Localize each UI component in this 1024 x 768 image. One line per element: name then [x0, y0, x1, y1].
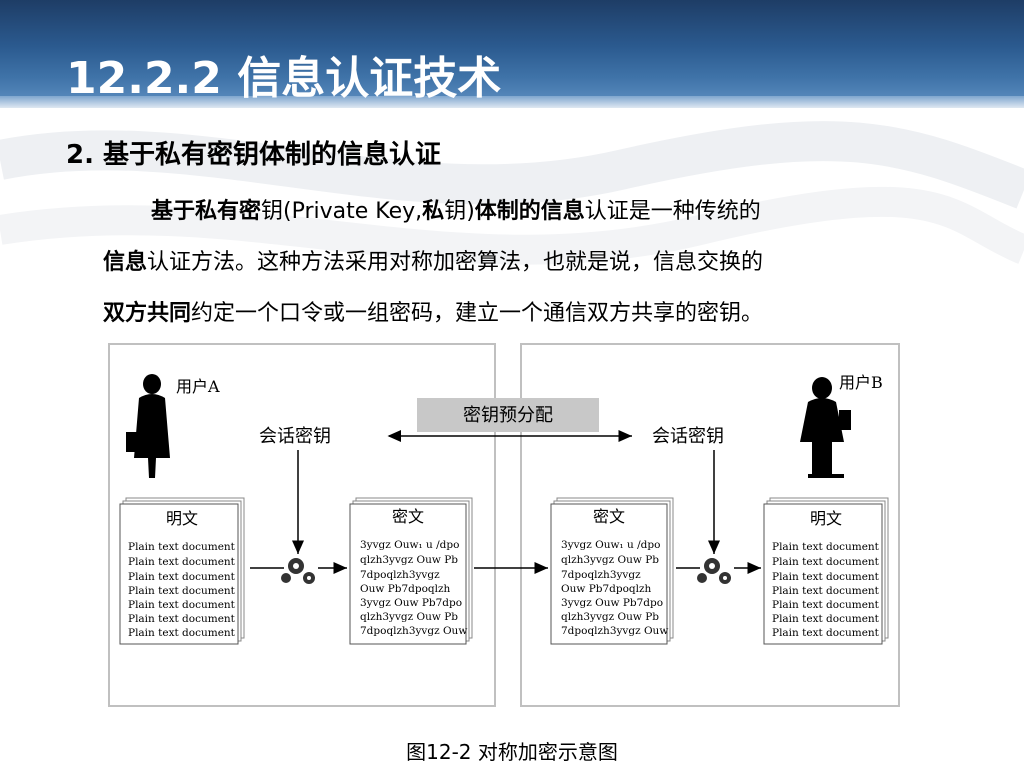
- bold-text: 私: [422, 199, 445, 224]
- ciphertext-right-document: 密文 3yvgz Ouw₁ u /dpo qlzh3yvgz Ouw Pb 7d…: [550, 497, 674, 645]
- ciphertext-right-header: 密文: [593, 507, 625, 526]
- document-line: Plain text document: [772, 599, 880, 611]
- document-line: Ouw Pb7dpoqlzh: [360, 583, 451, 595]
- document-line: 3yvgz Ouw₁ u /dpo: [561, 539, 660, 551]
- document-line: qlzh3yvgz Ouw Pb: [360, 554, 458, 566]
- document-line: Plain text document: [772, 571, 880, 583]
- text: 钥(Private Key,: [261, 199, 423, 224]
- text: 认证方法。这种方法采用对称加密算法，也就是说，信息交换的: [147, 250, 764, 275]
- paragraph-line-1: 基于私有密钥(Private Key,私钥)体制的信息认证是一种传统的: [103, 193, 761, 225]
- document-line: Plain text document: [128, 613, 236, 625]
- slide-title: 12.2.2 信息认证技术: [66, 53, 502, 104]
- text: 认证是一种传统的: [584, 199, 761, 224]
- document-line: Ouw Pb7dpoqlzh: [561, 583, 652, 595]
- text: 约定一个口令或一组密码，建立一个通信双方共享的密钥。: [191, 301, 764, 326]
- bold-text: 体制的信息: [474, 199, 585, 224]
- key-predistribution-box: [417, 398, 599, 432]
- document-line: Plain text document: [772, 541, 880, 553]
- ciphertext-left-document: 密文 3yvgz Ouw₁ u /dpo qlzh3yvgz Ouw Pb 7d…: [349, 497, 473, 645]
- document-line: qlzh3yvgz Ouw Pb: [561, 611, 659, 623]
- user-a-label: 用户A: [176, 377, 220, 396]
- document-line: 7dpoqlzh3yvgz: [561, 569, 641, 581]
- document-line: Plain text document: [772, 585, 880, 597]
- document-line: 7dpoqlzh3yvgz Ouw: [360, 625, 467, 637]
- document-line: 3yvgz Ouw Pb7dpo: [561, 597, 663, 609]
- document-line: Plain text document: [128, 541, 236, 553]
- document-line: 3yvgz Ouw Pb7dpo: [360, 597, 462, 609]
- user-b-label: 用户B: [839, 373, 883, 392]
- paragraph-line-2: 信息认证方法。这种方法采用对称加密算法，也就是说，信息交换的: [103, 244, 763, 276]
- bold-text: 基于私有密: [151, 199, 262, 224]
- user-a-icon: [126, 374, 170, 478]
- document-line: Plain text document: [772, 627, 880, 639]
- document-line: Plain text document: [128, 571, 236, 583]
- plaintext-left-header: 明文: [166, 509, 198, 528]
- plaintext-right-header: 明文: [810, 509, 842, 528]
- document-line: Plain text document: [772, 613, 880, 625]
- plaintext-right-document: 明文 Plain text document Plain text docume…: [763, 497, 889, 645]
- header-band: [0, 96, 1024, 108]
- document-line: 7dpoqlzh3yvgz Ouw: [561, 625, 668, 637]
- document-line: Plain text document: [772, 556, 880, 568]
- session-key-left-label: 会话密钥: [259, 426, 331, 447]
- document-line: 7dpoqlzh3yvgz: [360, 569, 440, 581]
- document-line: Plain text document: [128, 627, 236, 639]
- document-line: Plain text document: [128, 556, 236, 568]
- section-subtitle: 2. 基于私有密钥体制的信息认证: [66, 140, 442, 170]
- symmetric-encryption-diagram: 用户A 用户B 密钥预分配 会话密钥 会话密钥 明文 Plain text do…: [108, 343, 900, 707]
- document-line: Plain text document: [128, 585, 236, 597]
- user-b-icon: [800, 377, 851, 478]
- ciphertext-left-header: 密文: [392, 507, 424, 526]
- document-line: Plain text document: [128, 599, 236, 611]
- document-line: qlzh3yvgz Ouw Pb: [360, 611, 458, 623]
- document-line: qlzh3yvgz Ouw Pb: [561, 554, 659, 566]
- gear-icon: [697, 558, 731, 584]
- bold-text: 双方共同: [103, 301, 192, 326]
- key-predistribution-label: 密钥预分配: [463, 405, 553, 426]
- slide-header: [0, 0, 1024, 103]
- text: 钥): [444, 199, 475, 224]
- bold-text: 信息: [103, 250, 148, 275]
- paragraph-line-3: 双方共同约定一个口令或一组密码，建立一个通信双方共享的密钥。: [103, 295, 763, 327]
- session-key-right-label: 会话密钥: [652, 426, 724, 447]
- plaintext-left-document: 明文 Plain text document Plain text docume…: [119, 497, 245, 645]
- figure-caption: 图12-2 对称加密示意图: [406, 740, 618, 764]
- document-line: 3yvgz Ouw₁ u /dpo: [360, 539, 459, 551]
- gear-icon: [281, 558, 315, 584]
